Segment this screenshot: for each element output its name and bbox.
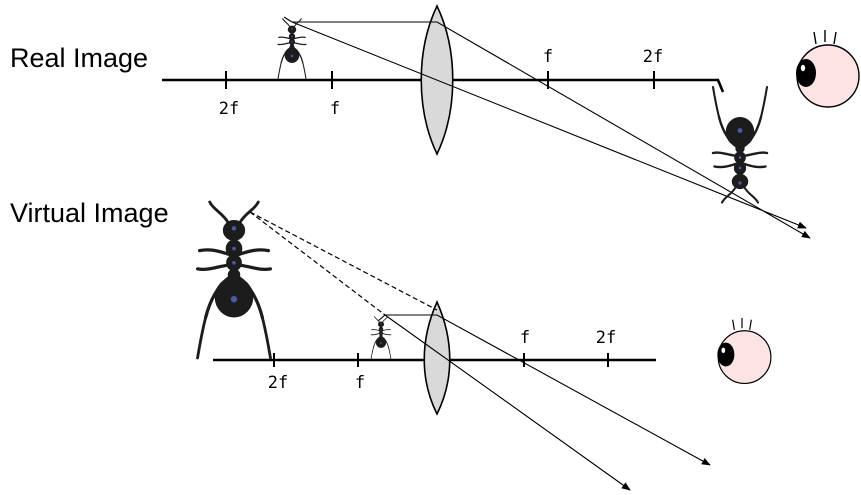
virtual-eye-icon	[716, 318, 772, 385]
real-optical-axis	[162, 78, 725, 93]
real-ray-parallel	[292, 21, 811, 239]
virtual-label-2f-left: 2f	[268, 373, 288, 393]
real-label-f-left: f	[330, 99, 340, 119]
real-image-heading: Real Image	[10, 43, 148, 73]
real-object-ant-icon	[277, 18, 307, 80]
virtual-label-f-left: f	[355, 373, 365, 393]
virtual-label-f-right: f	[520, 328, 530, 348]
real-label-2f-left: 2f	[219, 99, 239, 119]
virtual-dashed-extension-center	[249, 211, 386, 316]
virtual-dashed-extension-parallel	[249, 211, 438, 311]
virtual-object-ant-icon	[370, 316, 392, 360]
real-label-f-right: f	[543, 47, 553, 67]
virtual-label-2f-right: 2f	[596, 328, 616, 348]
virtual-image-heading: Virtual Image	[10, 198, 169, 228]
real-ray-center	[291, 21, 807, 229]
virtual-lens-icon	[423, 300, 451, 416]
real-eye-icon	[795, 30, 860, 108]
real-image-diagram: Real Image 2f f f 2f	[10, 4, 860, 239]
real-object-tip	[283, 16, 293, 23]
virtual-image-ant-icon	[195, 200, 273, 360]
virtual-image-diagram: Virtual Image 2f f f 2f	[10, 198, 772, 491]
real-image-ant-icon	[711, 85, 769, 204]
virtual-ray-center	[384, 314, 631, 491]
real-label-2f-right: 2f	[643, 47, 663, 67]
virtual-ray-parallel	[385, 314, 711, 466]
virtual-object-tip	[377, 314, 386, 322]
